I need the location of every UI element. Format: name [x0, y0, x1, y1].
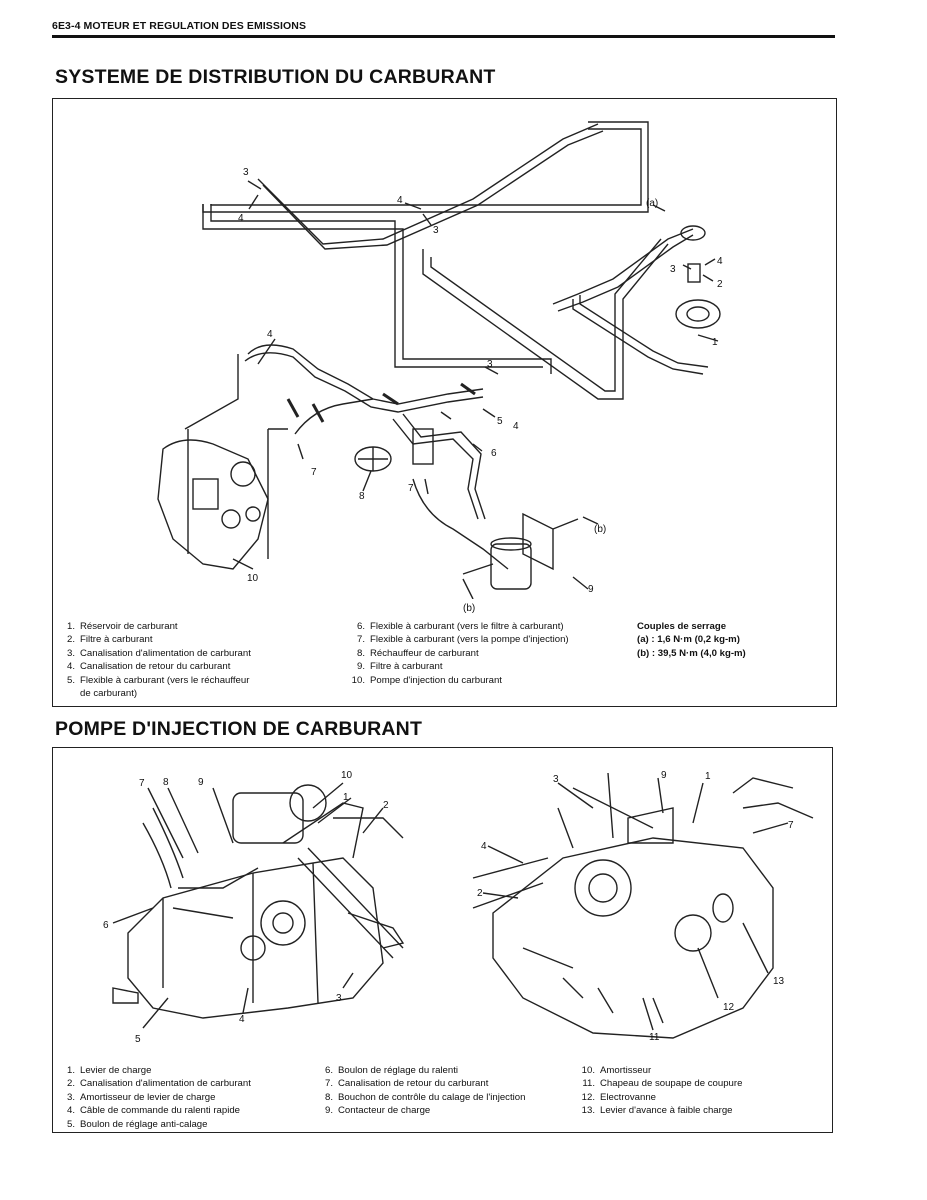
- callout-2: 2: [477, 888, 483, 899]
- legend-item: 2.Filtre à carburant: [66, 634, 153, 646]
- legend-item: 5.Boulon de réglage anti-calage: [66, 1118, 208, 1130]
- callout-5: 5: [135, 1034, 141, 1045]
- callout-a: (a): [646, 198, 658, 209]
- legend-item: 9.Filtre à carburant: [356, 661, 443, 673]
- legend-item: 8.Bouchon de contrôle du calage de l'inj…: [324, 1091, 526, 1103]
- legend-item-continuation: de carburant): [80, 688, 138, 700]
- page-header: 6E3-4 MOTEUR ET REGULATION DES EMISSIONS: [52, 20, 307, 32]
- legend-item: 13.Levier d'avance à faible charge: [581, 1105, 733, 1117]
- callout-3: 3: [243, 167, 249, 178]
- callout-13: 13: [773, 976, 785, 987]
- callout-3: 3: [487, 359, 493, 370]
- callout-7: 7: [139, 778, 145, 789]
- callout-1: 1: [343, 792, 349, 803]
- fuel-system-callouts: 3 4 4 3 (a) 3 4 2 1 4 3 5 4 6 7 7 8 10 (…: [238, 167, 723, 614]
- injection-pump-legend-col2: 6.Boulon de réglage du ralenti 7.Canalis…: [319, 1064, 525, 1118]
- callout-4: 4: [267, 329, 273, 340]
- callout-8: 8: [163, 777, 169, 788]
- legend-item: 3.Canalisation d'alimentation de carbura…: [66, 647, 251, 659]
- callout-12: 12: [723, 1002, 735, 1013]
- callout-4: 4: [717, 256, 723, 267]
- injection-pump-legend-col1: 1.Levier de charge 2.Canalisation d'alim…: [61, 1064, 251, 1131]
- fuel-distribution-legend-col1: 1.Réservoir de carburant 2.Filtre à carb…: [61, 620, 251, 700]
- callout-7: 7: [311, 467, 317, 478]
- callout-9: 9: [198, 777, 204, 788]
- legend-item: 4.Câble de commande du ralenti rapide: [66, 1105, 240, 1117]
- fuel-system-diagram: [157, 121, 721, 599]
- callout-11: 11: [649, 1032, 660, 1043]
- legend-item: 9.Contacteur de charge: [324, 1105, 431, 1117]
- fuel-distribution-legend-col2: 6.Flexible à carburant (vers le filtre à…: [351, 620, 569, 687]
- injection-pump-right-diagram: [472, 772, 814, 1039]
- legend-item: 8.Réchauffeur de carburant: [356, 647, 479, 659]
- callout-b: (b): [594, 524, 606, 535]
- injection-pump-legend-col3: 10.Amortisseur 11.Chapeau de soupape de …: [581, 1064, 743, 1118]
- torque-title: Couples de serrage: [637, 621, 727, 632]
- legend-item: 6.Boulon de réglage du ralenti: [324, 1065, 459, 1076]
- legend-item: 6.Flexible à carburant (vers le filtre à…: [356, 621, 564, 632]
- legend-item: 7.Flexible à carburant (vers la pompe d'…: [356, 634, 569, 646]
- section-title-fuel-distribution: SYSTEME DE DISTRIBUTION DU CARBURANT: [55, 66, 496, 88]
- callout-4: 4: [513, 421, 519, 432]
- callout-7: 7: [788, 820, 794, 831]
- callout-4: 4: [239, 1014, 245, 1025]
- injection-pump-left-callouts: 7 8 9 10 1 2 6 5 4 3: [103, 770, 389, 1045]
- legend-item: 1.Réservoir de carburant: [66, 621, 178, 632]
- callout-1: 1: [712, 337, 718, 348]
- callout-4: 4: [481, 841, 487, 852]
- fuel-distribution-frame: 3 4 4 3 (a) 3 4 2 1 4 3 5 4 6 7 7 8 10 (…: [52, 98, 837, 707]
- callout-6: 6: [103, 920, 109, 931]
- callout-9: 9: [661, 770, 667, 781]
- injection-pump-frame: 7 8 9 10 1 2 6 5 4 3 3 9 1 7 4 2 13 12: [52, 747, 833, 1133]
- callout-3: 3: [336, 993, 342, 1004]
- callout-3: 3: [553, 774, 559, 785]
- legend-item: 2.Canalisation d'alimentation de carbura…: [66, 1078, 251, 1090]
- legend-item: 7.Canalisation de retour du carburant: [324, 1078, 489, 1090]
- callout-7: 7: [408, 483, 414, 494]
- legend-item: 12.Electrovanne: [581, 1091, 656, 1103]
- callout-4: 4: [397, 195, 403, 206]
- legend-item: 1.Levier de charge: [66, 1065, 152, 1076]
- callout-3: 3: [433, 225, 439, 236]
- callout-2: 2: [383, 800, 389, 811]
- section-title-injection-pump: POMPE D'INJECTION DE CARBURANT: [55, 718, 423, 740]
- legend-item: 3.Amortisseur de levier de charge: [66, 1091, 216, 1103]
- torque-a: (a) : 1,6 N·m (0,2 kg-m): [637, 634, 740, 646]
- legend-item: 10.Amortisseur: [581, 1065, 652, 1076]
- callout-9: 9: [588, 584, 594, 595]
- callout-1: 1: [705, 771, 711, 782]
- callout-10: 10: [247, 573, 259, 584]
- callout-5: 5: [497, 416, 503, 427]
- torque-specifications: Couples de serrage (a) : 1,6 N·m (0,2 kg…: [637, 620, 746, 660]
- header-rule: [52, 35, 835, 38]
- callout-10: 10: [341, 770, 353, 781]
- callout-8: 8: [359, 491, 365, 502]
- torque-b: (b) : 39,5 N·m (4,0 kg-m): [637, 647, 746, 659]
- injection-pump-right-callouts: 3 9 1 7 4 2 13 12 11: [477, 770, 794, 1043]
- legend-item: 4.Canalisation de retour du carburant: [66, 661, 231, 673]
- callout-2: 2: [717, 279, 723, 290]
- legend-item: 5.Flexible à carburant (vers le réchauff…: [66, 674, 250, 686]
- callout-b: (b): [463, 603, 475, 614]
- legend-item: 11.Chapeau de soupape de coupure: [582, 1078, 743, 1090]
- callout-4: 4: [238, 213, 244, 224]
- injection-pump-left-diagram: [112, 782, 405, 1029]
- callout-3: 3: [670, 264, 676, 275]
- callout-6: 6: [491, 448, 497, 459]
- legend-item: 10.Pompe d'injection du carburant: [351, 674, 502, 686]
